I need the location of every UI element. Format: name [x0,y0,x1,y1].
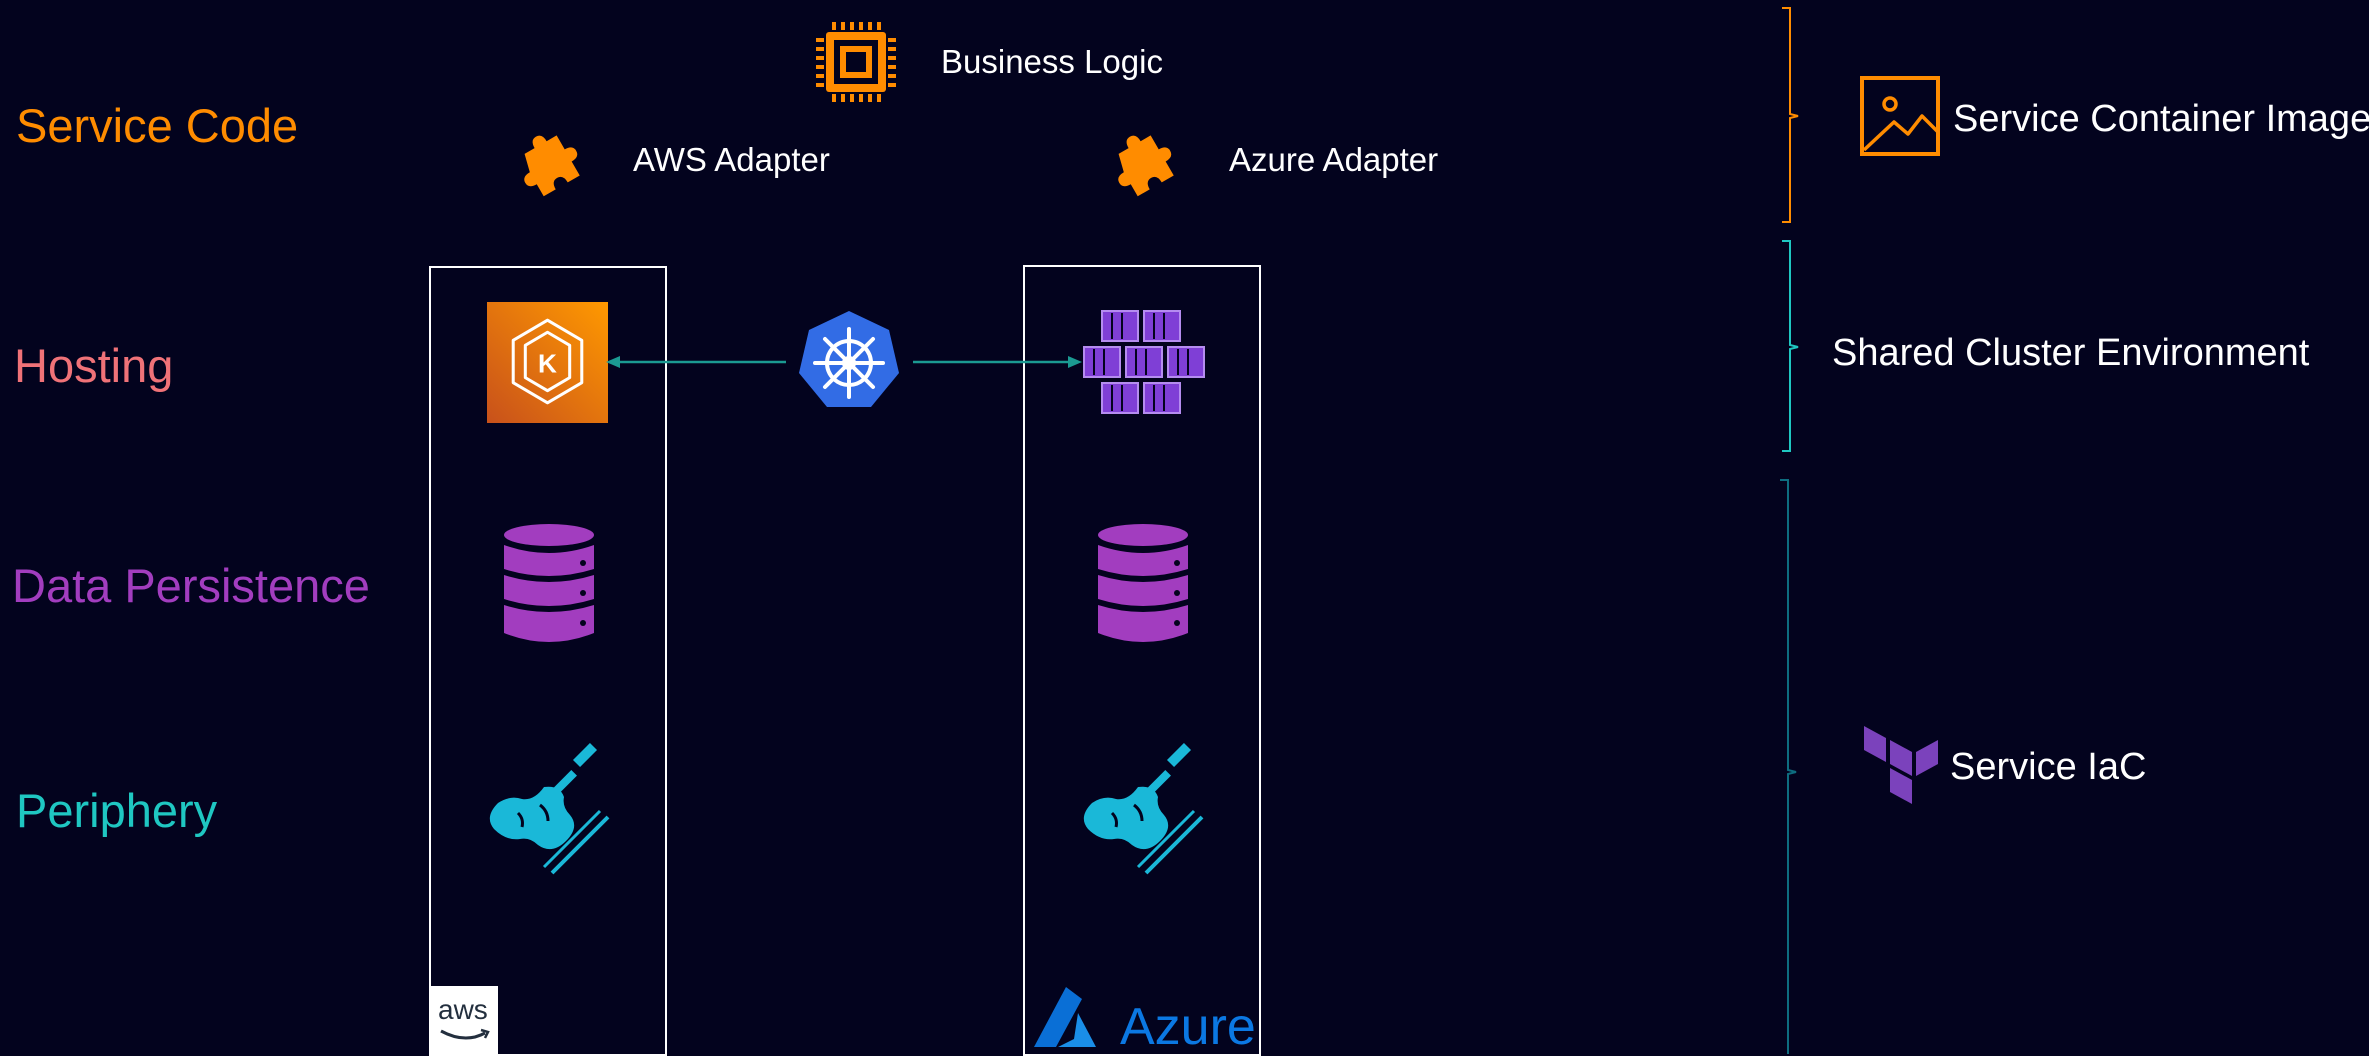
service-iac-label: Service IaC [1950,746,2147,788]
aws-violin-icon [489,742,610,875]
aws-logo: aws [431,986,498,1054]
cluster-connector-arrows [606,356,1082,368]
svg-text:K: K [538,349,557,379]
hosting-bracket [1782,240,1799,452]
kubernetes-wheel-icon [799,311,899,407]
aws-logo-text: aws [438,994,488,1025]
aws-smile-icon [440,1028,490,1040]
aks-cubes-icon [1083,310,1205,414]
image-icon [1860,76,1940,156]
shared-cluster-environment-label: Shared Cluster Environment [1832,332,2310,374]
azure-violin-icon [1083,742,1204,875]
aws-adapter-puzzle-icon [524,135,580,197]
row-label-data-persistence: Data Persistence [12,559,370,612]
azure-database-icon [1098,524,1188,642]
eks-icon: K [487,302,608,423]
service-container-image-label: Service Container Image [1953,98,2369,140]
aws-database-icon [504,524,594,642]
iac-bracket [1780,479,1797,1054]
business-logic-label: Business Logic [941,43,1163,80]
service-code-bracket [1782,7,1799,223]
row-label-service-code: Service Code [16,99,299,152]
azure-logo-text: Azure [1120,998,1256,1056]
terraform-icon [1864,726,1938,804]
row-label-hosting: Hosting [14,339,174,392]
azure-adapter-puzzle-icon [1118,135,1174,197]
cpu-chip-icon [816,22,896,102]
aws-adapter-label: AWS Adapter [633,141,830,178]
row-label-periphery: Periphery [16,784,218,837]
azure-logo-icon [1034,987,1096,1047]
azure-adapter-label: Azure Adapter [1229,141,1439,178]
